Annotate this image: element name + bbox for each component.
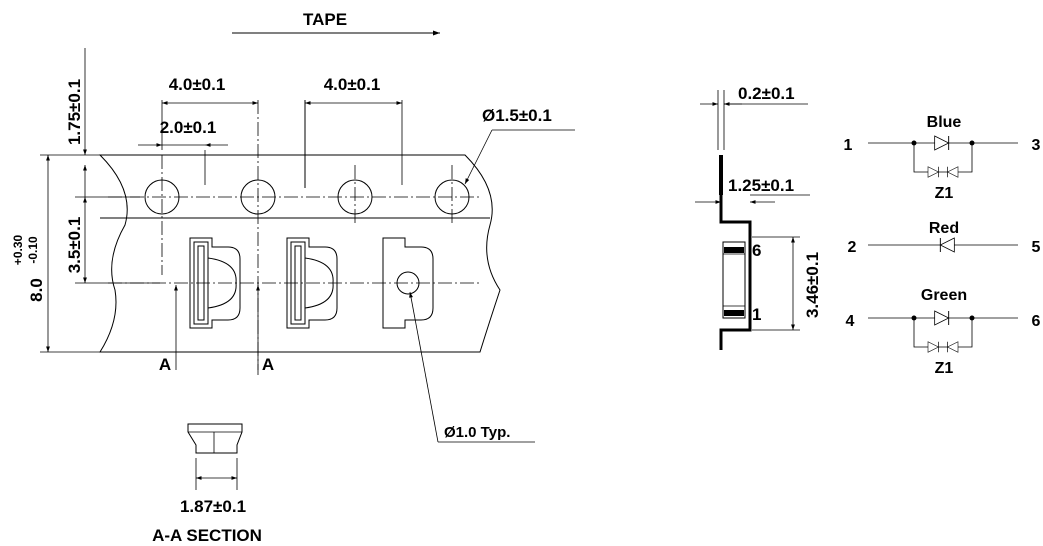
dim-thickness: 0.2±0.1 xyxy=(738,84,795,103)
dim-center: 3.5±0.1 xyxy=(65,217,84,274)
schematic: Blue 1 3 Z1 Red 2 5 Green 4 6 xyxy=(844,114,1041,377)
pin-label: 6 xyxy=(1032,313,1041,330)
circuit-blue: Blue 1 3 Z1 xyxy=(844,114,1041,202)
pin-label: 3 xyxy=(1032,137,1041,154)
dim-offset: 2.0±0.1 xyxy=(160,118,217,137)
zener-label: Z1 xyxy=(935,360,954,377)
leader-line xyxy=(409,291,439,443)
pin-bottom-label: 1 xyxy=(752,305,761,324)
pin-label: 5 xyxy=(1032,239,1041,256)
section-view: 1.87±0.1 A-A SECTION xyxy=(152,423,262,545)
zener-diode-symbol xyxy=(927,166,939,178)
led-diode-symbol xyxy=(934,135,950,151)
zener-label: Z1 xyxy=(935,185,954,202)
sprocket-hole xyxy=(240,179,276,215)
zener-diode-symbol xyxy=(927,341,939,353)
circuit-red: Red 2 5 xyxy=(848,220,1041,256)
pin-label: 4 xyxy=(846,313,855,330)
pin-label: 1 xyxy=(844,137,853,154)
tape-body-outline xyxy=(98,154,501,353)
circuit-green: Green 4 6 Z1 xyxy=(846,287,1041,377)
dim-pocket-pitch: 4.0±0.1 xyxy=(324,75,381,94)
dim-width: 8.0 xyxy=(27,278,46,302)
dim-sprocket-hole: Ø1.5±0.1 xyxy=(482,106,552,125)
side-view: 0.2±0.1 6 1 1.25±0.1 3.46±0.1 xyxy=(695,84,822,350)
component-body xyxy=(722,241,746,319)
leader-line xyxy=(464,129,493,185)
section-mark-left: A xyxy=(159,355,171,374)
circuit-name: Green xyxy=(921,287,967,304)
dim-edge: 1.75±0.1 xyxy=(65,79,84,145)
dim-sprocket-pitch: 4.0±0.1 xyxy=(169,75,226,94)
dim-section-width: 1.87±0.1 xyxy=(180,497,246,516)
dim-height: 3.46±0.1 xyxy=(803,252,822,318)
circuit-name: Red xyxy=(929,220,959,237)
sprocket-hole xyxy=(434,179,470,215)
tape-profile xyxy=(719,155,752,350)
dim-pocket-hole: Ø1.0 Typ. xyxy=(444,424,510,441)
sprocket-hole xyxy=(144,179,180,215)
circuit-name: Blue xyxy=(927,114,962,131)
tape-title: TAPE xyxy=(303,10,347,29)
section-mark-right: A xyxy=(262,355,274,374)
dim-width-tol-minus: -0.10 xyxy=(26,236,40,264)
pin-top-label: 6 xyxy=(752,241,761,260)
tape-view: TAPE xyxy=(11,10,575,443)
pocket xyxy=(382,237,434,329)
led-diode-symbol xyxy=(934,310,950,326)
pin-label: 2 xyxy=(848,239,857,256)
sprocket-hole xyxy=(337,179,373,215)
dim-depth: 1.25±0.1 xyxy=(728,176,794,195)
section-title: A-A SECTION xyxy=(152,526,262,545)
led-diode-symbol xyxy=(939,237,955,253)
pocket-hole xyxy=(396,271,420,295)
section-outline xyxy=(187,423,243,454)
dim-width-tol-plus: +0.30 xyxy=(11,234,25,265)
pocket xyxy=(286,237,338,329)
pocket xyxy=(189,237,241,329)
